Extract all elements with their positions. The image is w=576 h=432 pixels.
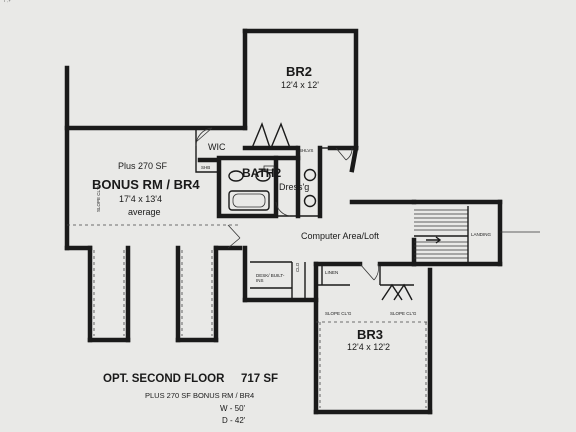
clo-name: CLO xyxy=(295,262,300,272)
wic-name: WIC xyxy=(208,142,226,152)
bonus-room-walls xyxy=(64,65,248,343)
br3-slope-left: SLOPE CL'G xyxy=(325,311,352,316)
loft-walls xyxy=(242,199,503,303)
br3-dims: 12'4 x 12'2 xyxy=(347,342,390,352)
bath2-walls xyxy=(216,145,330,219)
br3-name: BR3 xyxy=(357,327,384,342)
br2-walls xyxy=(242,28,359,173)
width-dim: W - 50' xyxy=(220,404,246,413)
sink-icon xyxy=(228,170,244,182)
linen-name: LINEN xyxy=(325,270,339,275)
bonus-note: average xyxy=(128,207,161,217)
bathtub-icon xyxy=(228,190,270,211)
floor-area: 717 SF xyxy=(241,373,279,385)
shb-name: SHB xyxy=(201,165,211,170)
sink-icon-2 xyxy=(303,168,317,182)
desk-builtins xyxy=(250,261,306,300)
corner-mark: ᑊ ᐧᐩ xyxy=(4,0,11,6)
landing-name: LANDING xyxy=(471,232,492,237)
bonus-area-note: Plus 270 SF xyxy=(118,161,168,171)
dressing-name: Dress'g xyxy=(279,182,310,192)
br2-dims: 12'4 x 12' xyxy=(281,80,319,90)
bonus-slope-label: SLOPE CL'G xyxy=(96,185,101,212)
bonus-dims: 17'4 x 13'4 xyxy=(119,194,162,204)
sink-icon-3 xyxy=(303,194,317,208)
br3-slope-right: SLOPE CL'G xyxy=(390,311,417,316)
bonus-name: BONUS RM / BR4 xyxy=(92,177,200,192)
br2-closet-doors xyxy=(251,122,353,161)
br3-walls xyxy=(313,261,433,415)
desk-name: DESK/ BUILT-INS xyxy=(256,273,285,283)
stairs xyxy=(414,206,469,264)
loft-name: Computer Area/Loft xyxy=(301,231,380,241)
br2-name: BR2 xyxy=(286,64,313,79)
depth-dim: D - 42' xyxy=(222,416,246,425)
bath2-name: BATH2 xyxy=(242,166,282,180)
stair-arrow-icon xyxy=(426,236,442,244)
wic-walls xyxy=(195,127,221,173)
bonus-sf-note: PLUS 270 SF BONUS RM / BR4 xyxy=(145,391,255,400)
floor-title: OPT. SECOND FLOOR xyxy=(103,373,225,385)
toilet-icon xyxy=(255,170,271,182)
shlvs-name: SHLVS xyxy=(299,148,314,153)
